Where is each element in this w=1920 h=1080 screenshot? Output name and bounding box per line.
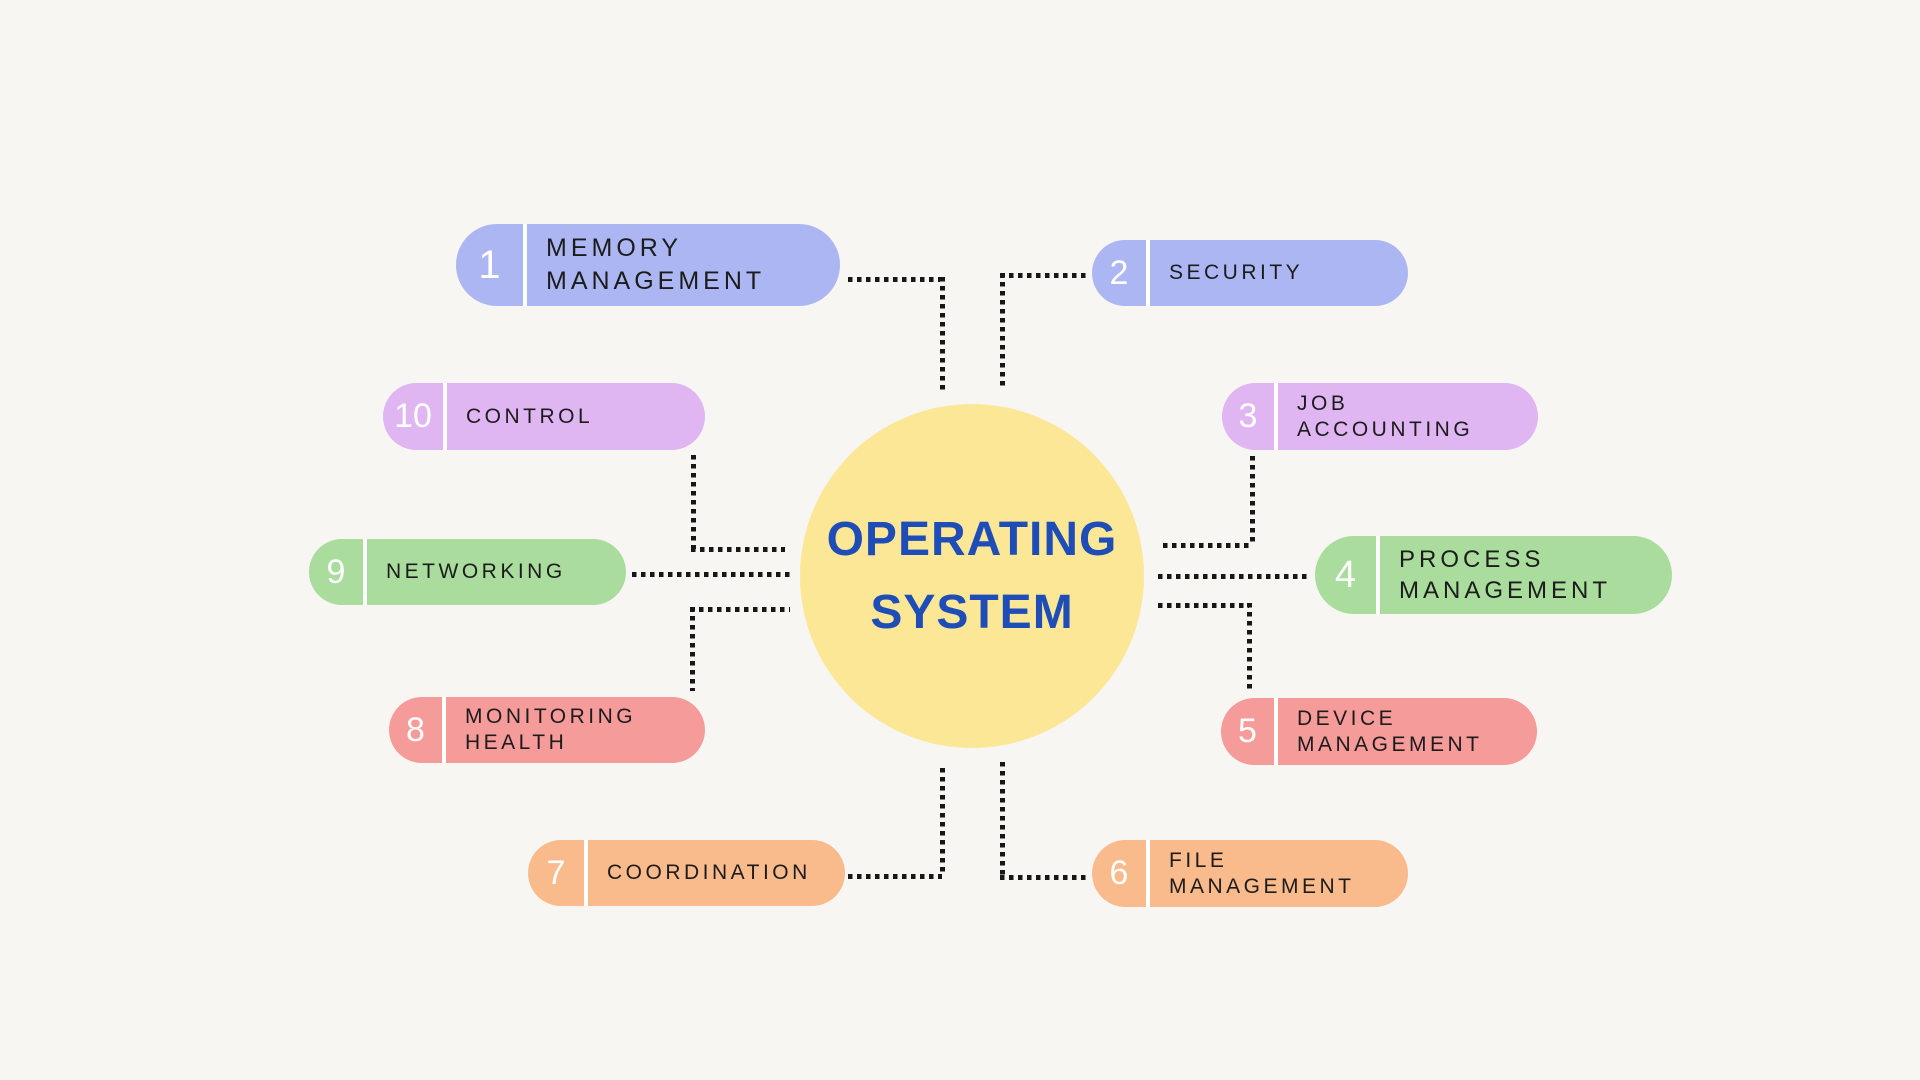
connector-segment: [632, 572, 794, 577]
node-label-line: FILE: [1169, 848, 1228, 872]
node-number-badge: 7: [528, 840, 588, 906]
connector-segment: [1000, 762, 1005, 875]
node-label: NETWORKING: [367, 539, 578, 605]
node-label: SECURITY: [1150, 240, 1315, 306]
node-process-management: 4 PROCESS MANAGEMENT: [1315, 536, 1672, 614]
node-label-line: PROCESS: [1399, 546, 1545, 573]
node-label-line: NETWORKING: [386, 560, 566, 583]
os-title-line1: OPERATING: [826, 513, 1118, 566]
node-label-line: SECURITY: [1169, 261, 1304, 284]
node-security: 2 SECURITY: [1092, 240, 1408, 306]
connector-segment: [940, 277, 945, 392]
connector-segment: [940, 768, 945, 874]
node-label-line: MEMORY: [546, 234, 683, 262]
node-label-line: DEVICE: [1297, 706, 1397, 730]
node-networking: 9 NETWORKING: [309, 539, 626, 605]
node-label-line: JOB: [1297, 391, 1349, 415]
connector-segment: [1158, 603, 1249, 608]
connector-segment: [690, 607, 790, 612]
connector-segment: [1000, 875, 1086, 880]
node-number-badge: 9: [309, 539, 367, 605]
node-number-badge: 2: [1092, 240, 1150, 306]
node-label-line: CONTROL: [466, 404, 594, 428]
connector-segment: [1000, 273, 1005, 390]
os-center-circle: OPERATING SYSTEM: [800, 404, 1144, 748]
connector-segment: [1163, 543, 1252, 548]
node-number-badge: 6: [1092, 840, 1150, 907]
connector-segment: [848, 874, 942, 879]
node-label-line: MONITORING: [465, 705, 637, 728]
node-monitoring-health: 8 MONITORING HEALTH: [389, 697, 705, 763]
node-label-line: ACCOUNTING: [1297, 417, 1474, 441]
node-coordination: 7 COORDINATION: [528, 840, 845, 906]
node-label: PROCESS MANAGEMENT: [1380, 536, 1623, 614]
node-memory-management: 1 MEMORY MANAGEMENT: [456, 224, 840, 306]
connector-segment: [690, 607, 695, 691]
node-number-badge: 10: [383, 383, 447, 450]
node-label-line: MANAGEMENT: [546, 267, 766, 295]
node-label: MONITORING HEALTH: [446, 697, 648, 763]
node-label-line: MANAGEMENT: [1399, 577, 1612, 604]
connector-segment: [1250, 456, 1255, 543]
node-number-badge: 4: [1315, 536, 1380, 614]
connector-segment: [848, 277, 940, 282]
os-title-line2: SYSTEM: [870, 586, 1074, 639]
node-label-line: MANAGEMENT: [1169, 874, 1355, 898]
node-number-badge: 8: [389, 697, 446, 763]
node-label-line: HEALTH: [465, 731, 568, 754]
node-number-badge: 5: [1221, 698, 1278, 765]
node-label-line: COORDINATION: [607, 861, 811, 884]
connector-segment: [1000, 273, 1086, 278]
node-label: CONTROL: [447, 383, 605, 450]
node-number-badge: 3: [1222, 383, 1278, 450]
connector-segment: [1247, 603, 1252, 692]
node-label: COORDINATION: [588, 840, 823, 906]
node-label-line: MANAGEMENT: [1297, 732, 1483, 756]
connector-segment: [1158, 574, 1310, 579]
connector-segment: [691, 455, 696, 549]
node-label: MEMORY MANAGEMENT: [527, 224, 777, 306]
node-control: 10 CONTROL: [383, 383, 705, 450]
connector-segment: [691, 547, 785, 552]
node-number-badge: 1: [456, 224, 527, 306]
